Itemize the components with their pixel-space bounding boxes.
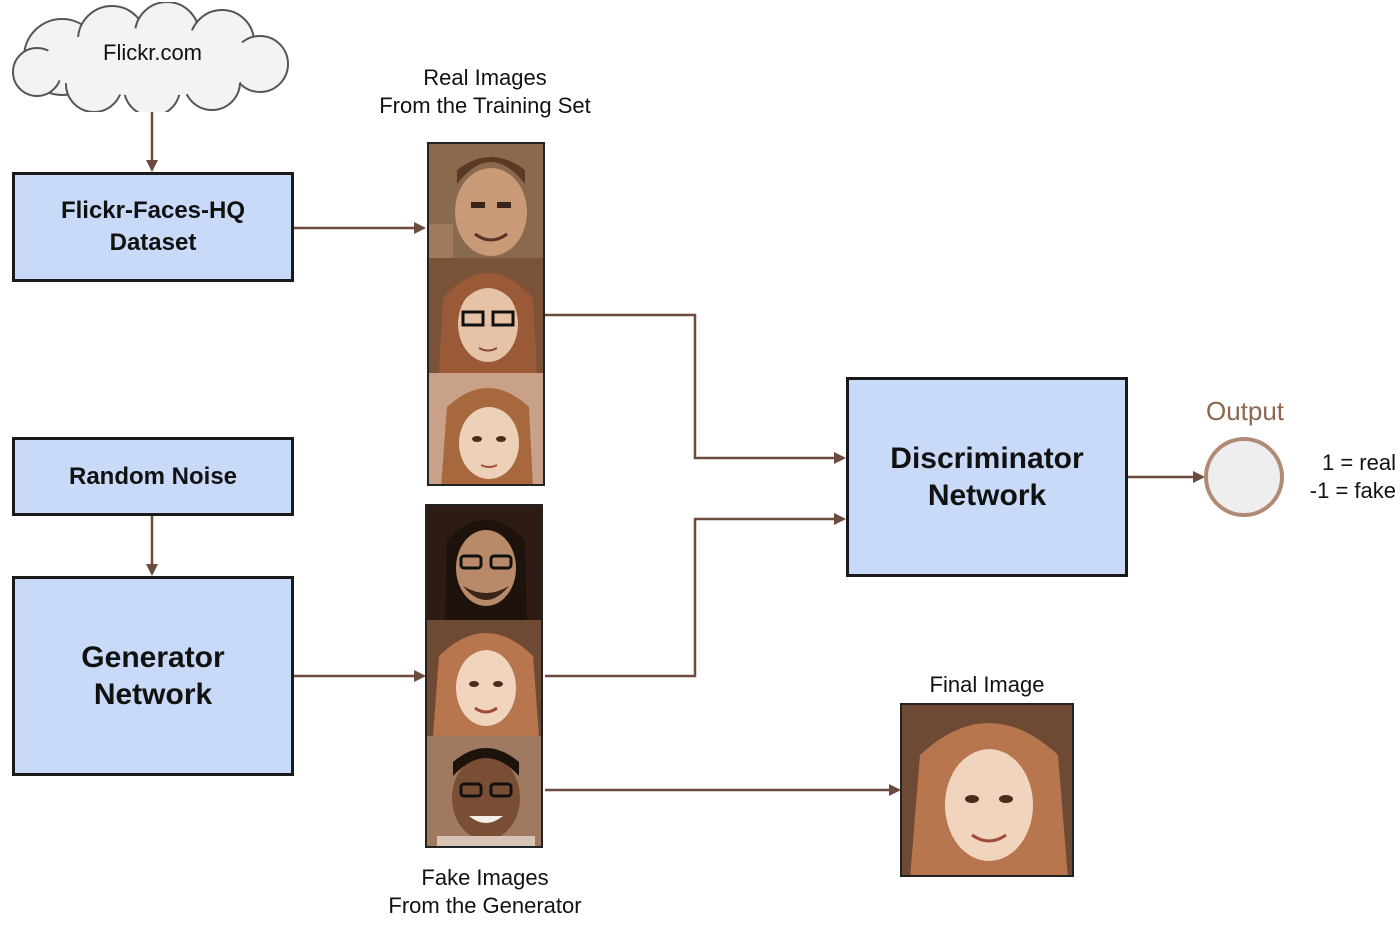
- output-label: Output: [1205, 396, 1285, 426]
- final-face-image: [902, 705, 1072, 875]
- noise-box: Random Noise: [12, 437, 294, 516]
- real-face-3: [429, 373, 543, 484]
- real-face-1: [429, 144, 543, 258]
- real-images-caption: Real Images From the Training Set: [379, 65, 591, 118]
- generator-box: Generator Network: [12, 576, 294, 776]
- real-images-stack: [427, 142, 545, 486]
- fake-face-1: [427, 506, 541, 620]
- dataset-box: Flickr-Faces-HQ Dataset: [12, 172, 294, 282]
- arrow-real-images-to-discriminator: [545, 313, 846, 464]
- generator-label: Generator Network: [81, 641, 225, 711]
- fake-face-3: [427, 736, 541, 846]
- real-face-2-image: [429, 258, 543, 373]
- fake-images-caption: Fake Images From the Generator: [388, 865, 582, 918]
- output-fake-label: -1 = fake: [1309, 478, 1396, 503]
- real-face-1-image: [429, 144, 543, 258]
- real-face-2: [429, 258, 543, 373]
- source-label: Flickr.com: [103, 40, 202, 65]
- fake-face-2: [427, 620, 541, 736]
- discriminator-label: Discriminator Network: [890, 442, 1084, 512]
- fake-face-3-image: [427, 736, 541, 846]
- noise-label: Random Noise: [68, 462, 238, 490]
- final-image-caption: Final Image: [929, 672, 1045, 697]
- cloud-shape: [12, 2, 289, 112]
- arrow-fake-images-to-discriminator: [545, 513, 846, 678]
- dataset-label: Flickr-Faces-HQ Dataset: [60, 197, 246, 256]
- discriminator-box: Discriminator Network: [846, 377, 1128, 577]
- real-face-3-image: [429, 373, 543, 484]
- fake-face-1-image: [427, 506, 541, 620]
- output-node: [1204, 437, 1284, 517]
- output-real-label: 1 = real: [1322, 450, 1396, 475]
- fake-face-2-image: [427, 620, 541, 736]
- fake-images-stack: [425, 504, 543, 848]
- final-image: [900, 703, 1074, 877]
